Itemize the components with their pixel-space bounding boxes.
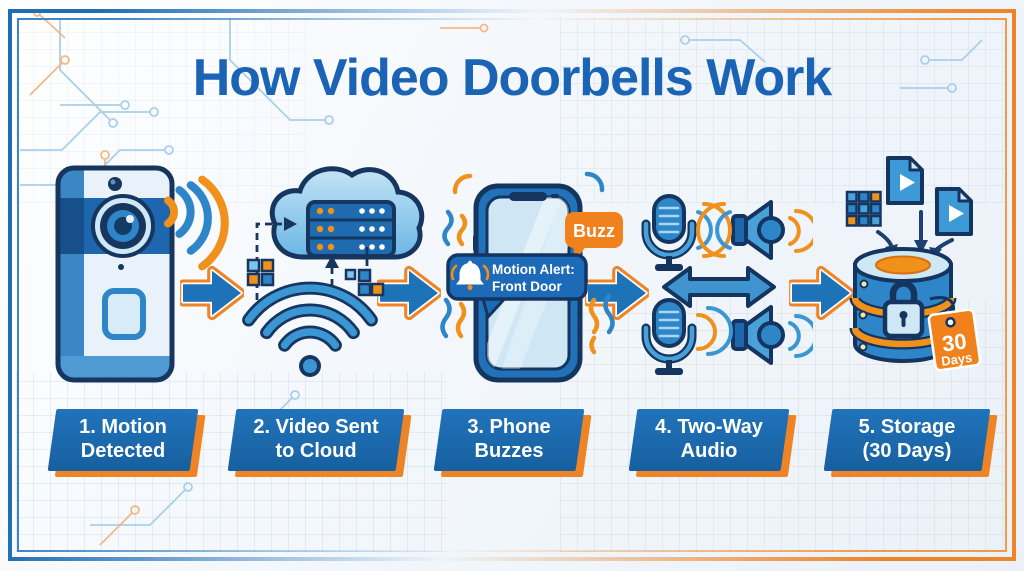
microphone-icon-top — [646, 196, 692, 271]
padlock-icon — [882, 280, 925, 339]
video-file-icon — [935, 187, 973, 236]
tag-value: 30 — [940, 328, 968, 356]
database-lock-icon: 30 Days — [845, 156, 982, 372]
server-rack-icon — [306, 200, 396, 258]
alert-text-line1: Motion Alert: — [492, 262, 575, 277]
buzz-label: Buzz — [573, 221, 615, 241]
data-pixel-grid — [845, 190, 882, 227]
tag-unit: Days — [940, 350, 973, 369]
doorbell-button — [102, 288, 146, 340]
two-way-arrow-icon — [662, 266, 776, 308]
speaker-icon-top — [731, 200, 785, 260]
retention-tag: 30 Days — [927, 308, 982, 372]
bell-icon — [450, 260, 490, 291]
dashed-arrowheads — [284, 217, 339, 268]
smartphone-alert-icon: Buzz Motion Alert: Front Door — [440, 171, 623, 383]
doorbell-body — [55, 165, 175, 383]
flow-arrow-icon — [180, 264, 244, 322]
page-title: How Video Doorbells Work — [192, 49, 833, 107]
audio-waves-top — [696, 202, 813, 258]
microphone-speaker-icon — [638, 160, 813, 390]
motion-alert-notification: Motion Alert: Front Door — [446, 253, 588, 319]
doorbell-camera-lens — [91, 194, 155, 258]
motion-signal-waves-icon — [164, 175, 229, 271]
audio-waves-bottom — [696, 306, 813, 358]
data-pixel-squares — [246, 258, 385, 297]
microphone-icon-bottom — [646, 300, 692, 375]
wifi-icon — [242, 281, 378, 377]
video-file-icon — [886, 156, 924, 205]
vibration-waves-icon — [440, 171, 615, 355]
cloud-server-wifi-icon — [242, 166, 425, 377]
alert-text-line2: Front Door — [492, 279, 562, 294]
speaker-icon-bottom — [731, 305, 785, 365]
video-doorbell-icon — [55, 165, 229, 383]
step-label-5: 5. Storage(30 Days) — [823, 409, 998, 477]
